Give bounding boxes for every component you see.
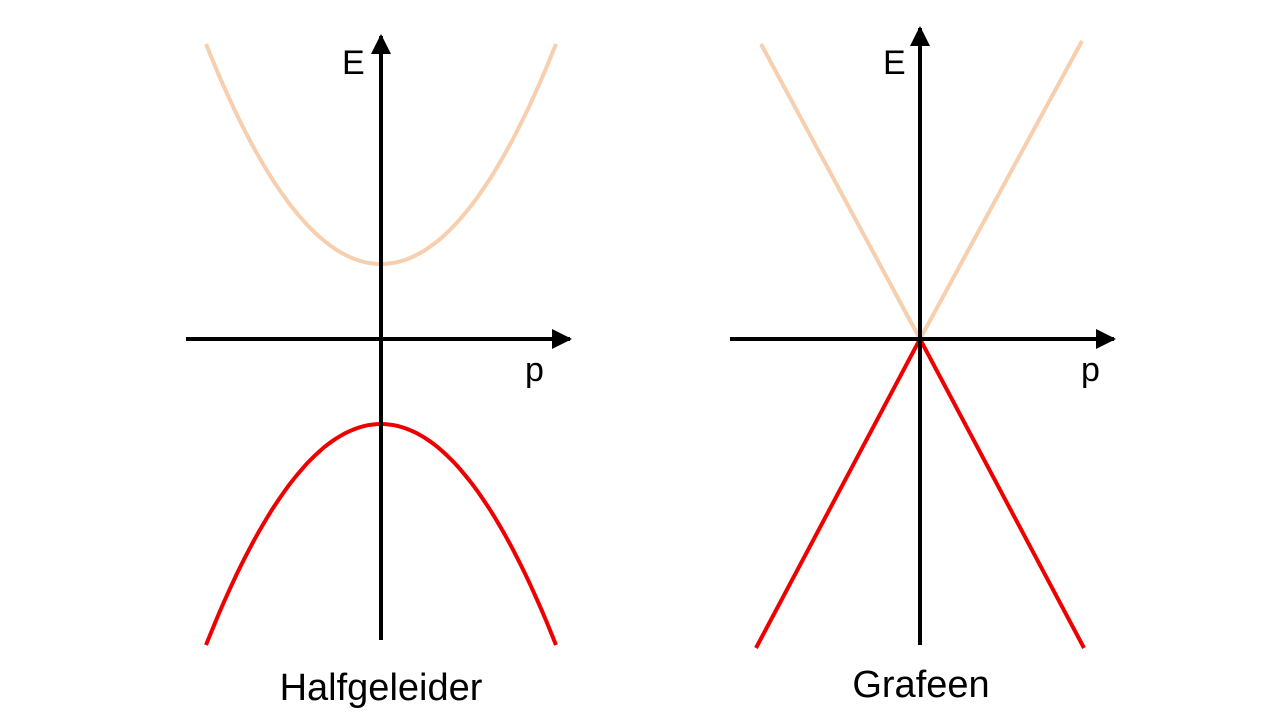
diagram-caption: Halfgeleider [280,667,483,709]
diagram-caption: Grafeen [852,664,989,706]
halfgeleider-diagram: E p Halfgeleider [186,34,572,709]
energy-axis-label: E [883,44,906,82]
grafeen-diagram: E p Grafeen [730,26,1116,706]
momentum-axis-label: p [525,351,544,389]
energy-axis-label: E [342,44,365,82]
momentum-axis-label: p [1081,351,1100,389]
